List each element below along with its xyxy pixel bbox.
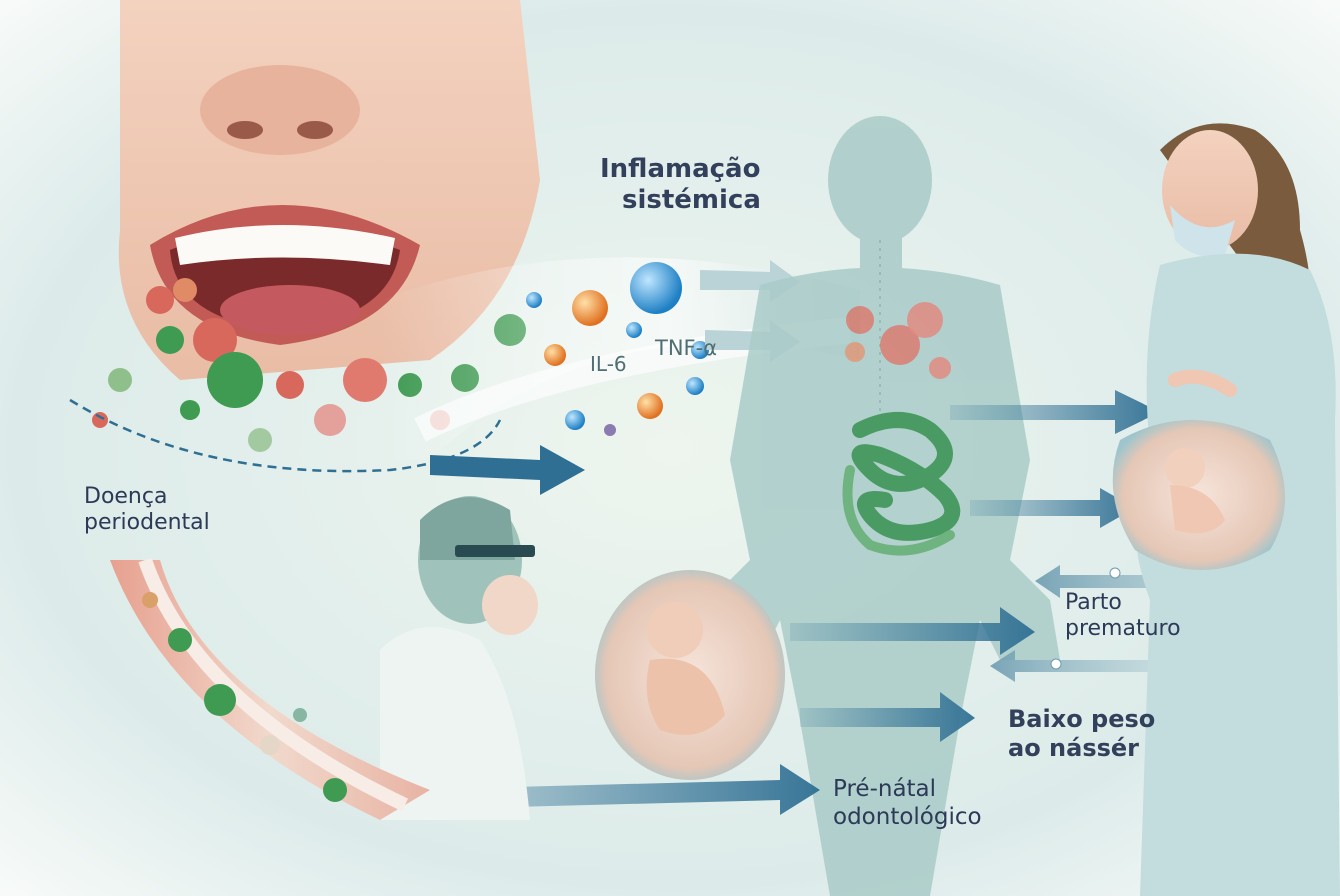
label-prenatal-line1: Pré-nátal (833, 776, 982, 804)
label-periodontal-line1: Doença (84, 484, 210, 510)
label-preterm: Parto prematuro (1065, 590, 1181, 643)
label-prenatal-line2: odontológico (833, 804, 982, 832)
label-preterm-line2: prematuro (1065, 616, 1181, 642)
label-low-weight: Baixo peso ao nássér (1008, 705, 1155, 763)
label-low-weight-line2: ao nássér (1008, 734, 1155, 763)
label-periodontal-line2: periodental (84, 510, 210, 536)
label-inflammation: Inflamação sistémica (600, 154, 761, 216)
label-preterm-line1: Parto (1065, 590, 1181, 616)
label-prenatal: Pré-nátal odontológico (833, 776, 982, 831)
label-inflammation-line2: sistémica (622, 185, 761, 216)
fetus-icon (595, 570, 785, 780)
label-periodontal: Doença periodental (84, 484, 210, 537)
label-low-weight-line1: Baixo peso (1008, 705, 1155, 734)
label-inflammation-line1: Inflamação (600, 154, 761, 185)
label-il6: IL-6 (590, 352, 627, 376)
label-tnf: TNF-α (655, 336, 717, 361)
